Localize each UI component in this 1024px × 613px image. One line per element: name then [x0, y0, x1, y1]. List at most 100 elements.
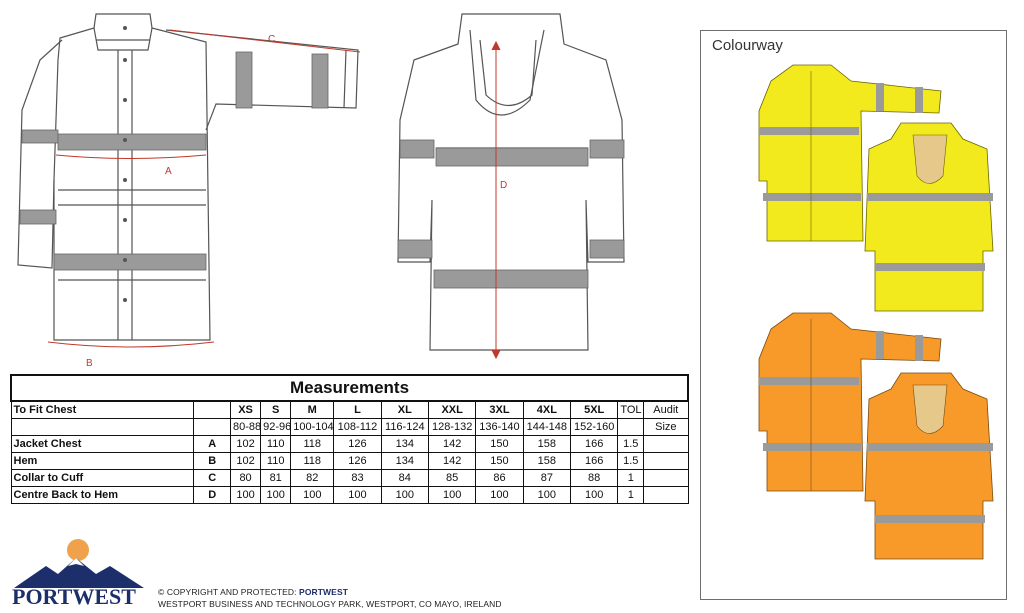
address-line: WESTPORT BUSINESS AND TECHNOLOGY PARK, W…: [158, 599, 502, 609]
size-s: S: [260, 400, 292, 419]
tol-cell: 1: [617, 468, 645, 487]
yellow-jacket-front: [758, 64, 942, 242]
table-row: Jacket Chest A 102 110 118 126 134 142 1…: [10, 434, 689, 453]
value-cell: 100: [522, 485, 572, 504]
value-cell: 88: [569, 468, 619, 487]
tol-cell: 1.5: [617, 434, 645, 453]
tol-cell: 1: [617, 485, 645, 504]
chest-range-cell: 108-112: [333, 417, 382, 436]
chest-range-cell: 80-88: [229, 417, 262, 436]
fit-chest-label: To Fit Chest: [10, 400, 195, 419]
value-cell: 134: [380, 434, 429, 453]
label-b: B: [86, 358, 93, 369]
audit-subheader: Size: [643, 417, 689, 436]
chest-range-cell: 152-160: [569, 417, 619, 436]
table-row: Collar to Cuff C 80 81 82 83 84 85 86 87…: [10, 468, 689, 487]
size-header-row: To Fit Chest XS S M L XL XXL 3XL 4XL 5XL…: [10, 400, 689, 419]
copyright-prefix: © COPYRIGHT AND PROTECTED:: [158, 587, 300, 597]
value-cell: 100: [475, 485, 524, 504]
row-letter: B: [193, 451, 231, 470]
copyright-brand: PORTWEST: [299, 587, 349, 597]
value-cell: 166: [569, 451, 619, 470]
row-letter: C: [193, 468, 231, 487]
label-c: C: [268, 34, 275, 45]
value-cell: 118: [290, 434, 335, 453]
value-cell: 102: [229, 451, 262, 470]
chest-range-row: 80-88 92-96 100-104 108-112 116-124 128-…: [10, 417, 689, 436]
label-a: A: [165, 166, 172, 177]
value-cell: 158: [522, 451, 572, 470]
chest-range-cell: 100-104: [290, 417, 335, 436]
row-label: Collar to Cuff: [10, 468, 195, 487]
size-l: L: [333, 400, 382, 419]
value-cell: 84: [380, 468, 429, 487]
value-cell: 134: [380, 451, 429, 470]
copyright-footer: © COPYRIGHT AND PROTECTED: PORTWEST WEST…: [158, 586, 502, 610]
size-m: M: [290, 400, 335, 419]
row-letter: A: [193, 434, 231, 453]
value-cell: 158: [522, 434, 572, 453]
value-cell: 100: [260, 485, 292, 504]
copyright-line: © COPYRIGHT AND PROTECTED: PORTWEST: [158, 586, 502, 598]
logo-text: PORTWEST: [12, 584, 136, 608]
value-cell: 100: [229, 485, 262, 504]
size-xs: XS: [229, 400, 262, 419]
value-cell: 100: [380, 485, 429, 504]
value-cell: 87: [522, 468, 572, 487]
measurements-table: Measurements To Fit Chest XS S M L XL XX…: [10, 374, 689, 504]
value-cell: 82: [290, 468, 335, 487]
value-cell: 110: [260, 451, 292, 470]
front-view-drawing: [17, 13, 359, 341]
front-buttons: [123, 26, 127, 302]
value-cell: 166: [569, 434, 619, 453]
colourway-title: Colourway: [712, 37, 783, 54]
chest-range-cell: 144-148: [522, 417, 572, 436]
value-cell: 85: [427, 468, 477, 487]
orange-jacket-back: [864, 372, 994, 560]
value-cell: 142: [427, 434, 477, 453]
value-cell: 118: [290, 451, 335, 470]
back-measure-line: [491, 40, 501, 360]
chest-range-cell: 116-124: [380, 417, 429, 436]
row-label: Jacket Chest: [10, 434, 195, 453]
value-cell: 83: [333, 468, 382, 487]
portwest-logo: PORTWEST: [12, 539, 144, 608]
value-cell: 80: [229, 468, 262, 487]
orange-jacket-front: [758, 312, 942, 492]
value-cell: 100: [427, 485, 477, 504]
row-letter: D: [193, 485, 231, 504]
value-cell: 86: [475, 468, 524, 487]
yellow-jacket-back: [864, 122, 994, 312]
value-cell: 142: [427, 451, 477, 470]
row-label: Centre Back to Hem: [10, 485, 195, 504]
tol-header: TOL: [617, 400, 645, 419]
chest-range-cell: 92-96: [260, 417, 292, 436]
table-row: Hem B 102 110 118 126 134 142 150 158 16…: [10, 451, 689, 470]
value-cell: 100: [290, 485, 335, 504]
table-row: Centre Back to Hem D 100 100 100 100 100…: [10, 485, 689, 504]
size-4xl: 4XL: [522, 400, 572, 419]
value-cell: 100: [333, 485, 382, 504]
value-cell: 110: [260, 434, 292, 453]
label-d: D: [500, 180, 507, 191]
value-cell: 150: [475, 451, 524, 470]
front-reflective-bands: [19, 51, 329, 271]
colourway-panel: Colourway: [700, 30, 1007, 600]
size-3xl: 3XL: [475, 400, 524, 419]
chest-range-cell: 136-140: [475, 417, 524, 436]
size-5xl: 5XL: [569, 400, 619, 419]
back-reflective-bands: [397, 139, 625, 289]
size-xl: XL: [380, 400, 429, 419]
back-view-drawing: [397, 13, 625, 351]
audit-header: Audit: [643, 400, 689, 419]
value-cell: 150: [475, 434, 524, 453]
value-cell: 100: [569, 485, 619, 504]
chest-range-cell: 128-132: [427, 417, 477, 436]
measurements-title: Measurements: [10, 374, 689, 402]
row-label: Hem: [10, 451, 195, 470]
technical-drawings: A B C D: [17, 13, 625, 369]
value-cell: 126: [333, 434, 382, 453]
tol-cell: 1.5: [617, 451, 645, 470]
value-cell: 102: [229, 434, 262, 453]
value-cell: 126: [333, 451, 382, 470]
